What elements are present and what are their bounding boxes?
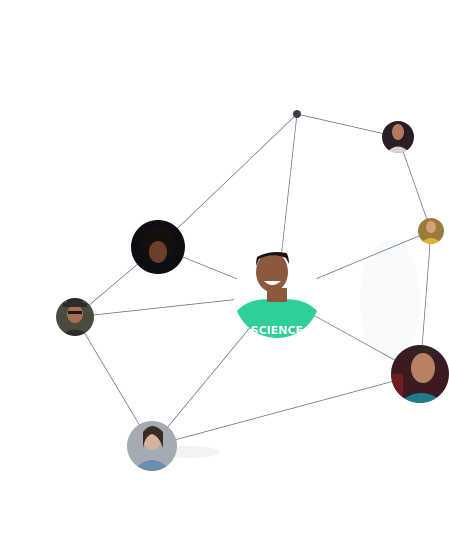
- person-hat-glasses-avatar[interactable]: [56, 297, 94, 337]
- connection-line: [157, 113, 298, 248]
- person-dark-background-avatar[interactable]: [382, 121, 414, 153]
- person-yellow-top-avatar[interactable]: [418, 218, 444, 244]
- connection-line: [296, 113, 399, 138]
- person-green-shirt-avatar[interactable]: SCIENCE: [234, 246, 320, 338]
- connection-line: [151, 373, 421, 447]
- elderly-person-avatar[interactable]: [391, 345, 449, 404]
- person-curly-hair-avatar[interactable]: [131, 220, 185, 274]
- connection-line: [74, 316, 153, 447]
- network-hub-icon: [293, 110, 301, 118]
- shirt-text: SCIENCE: [251, 324, 303, 337]
- background-glow: [360, 240, 420, 360]
- person-denim-jacket-avatar[interactable]: [127, 421, 177, 472]
- connection-line: [397, 136, 432, 232]
